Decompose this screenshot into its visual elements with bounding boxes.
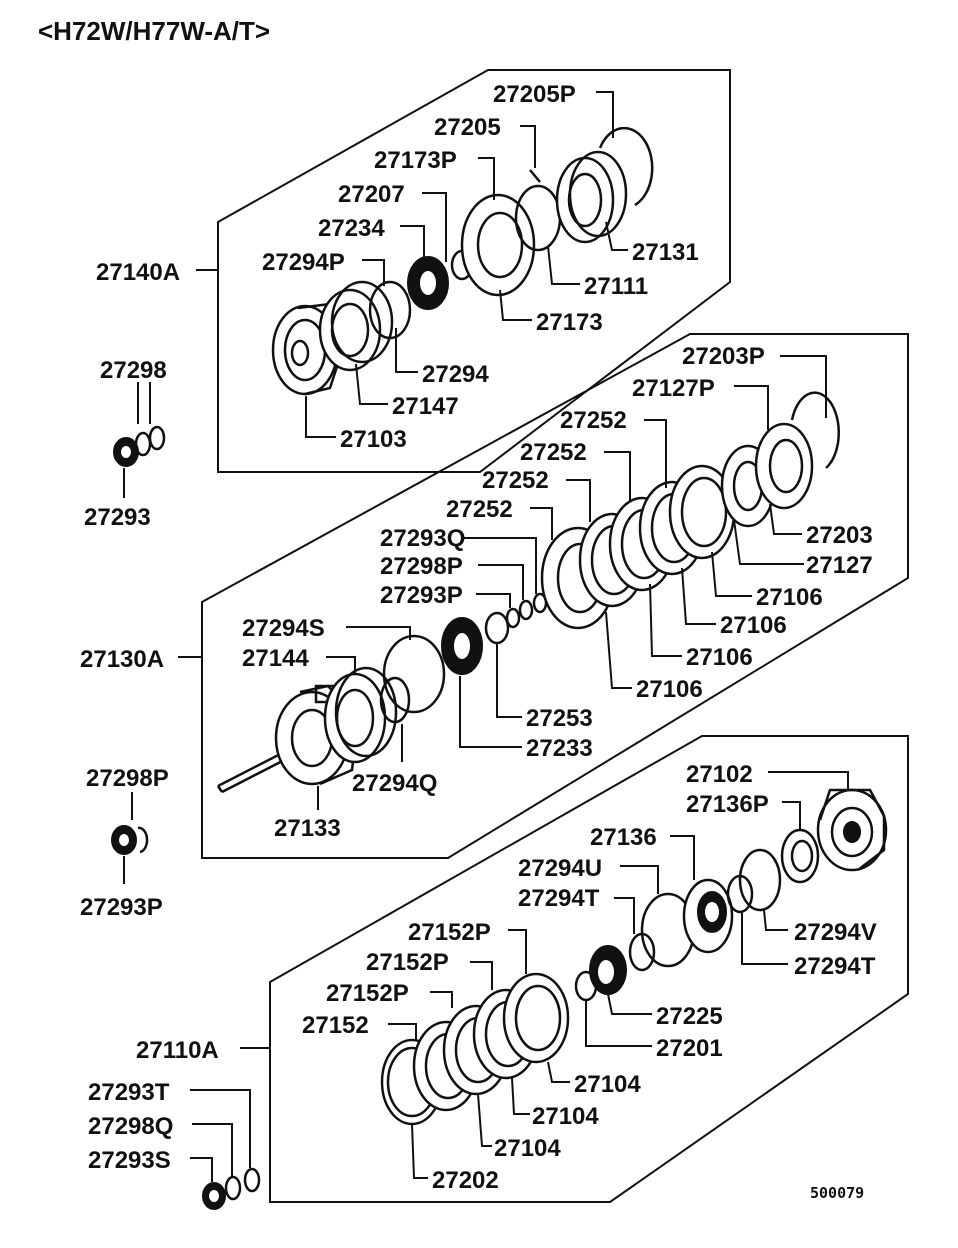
label-27203: 27203 (806, 522, 873, 549)
label-27252-4: 27252 (446, 496, 513, 523)
label-27298P-left: 27298P (86, 765, 169, 792)
label-27133: 27133 (274, 815, 341, 842)
label-27252-2: 27252 (520, 439, 587, 466)
group-loose-27293T: 27293T 27298Q 27293S (88, 1079, 261, 1210)
part-27225-bearing (589, 945, 627, 995)
label-27293S: 27293S (88, 1147, 171, 1174)
part-27173-plate (460, 193, 536, 297)
part-27203-plate (754, 422, 814, 510)
label-27147: 27147 (392, 393, 459, 420)
label-27234: 27234 (318, 215, 385, 242)
label-27225: 27225 (656, 1003, 723, 1030)
part-27294Q-seal (379, 676, 411, 724)
part-27136P-bearing (780, 828, 820, 884)
label-27102: 27102 (686, 761, 753, 788)
label-27106-2: 27106 (720, 612, 787, 639)
label-27253: 27253 (526, 705, 593, 732)
label-27152: 27152 (302, 1012, 369, 1039)
label-27294Q: 27294Q (352, 770, 437, 797)
label-27152P-3: 27152P (326, 980, 409, 1007)
label-27106-4: 27106 (636, 676, 703, 703)
label-27106-1: 27106 (756, 584, 823, 611)
label-27173: 27173 (536, 309, 603, 336)
label-27252-3: 27252 (482, 467, 549, 494)
label-27293P-mid: 27293P (380, 582, 463, 609)
label-27144: 27144 (242, 645, 309, 672)
label-27127P: 27127P (632, 375, 715, 402)
label-27298: 27298 (100, 357, 167, 384)
part-27252-27106-clutch-pack (540, 464, 736, 630)
part-27253-ring (484, 611, 510, 645)
group-loose-27298P: 27298P 27293P (80, 765, 169, 921)
label-27298Q: 27298Q (88, 1113, 173, 1140)
label-27252-1: 27252 (560, 407, 627, 434)
part-27234-bearing (407, 256, 449, 310)
part-27294S-seal (382, 634, 446, 714)
part-27102-drum (816, 788, 888, 872)
part-27233-bearing (441, 617, 483, 675)
part-27136-piston (682, 878, 734, 954)
part-27298-washer (134, 431, 152, 457)
label-27136: 27136 (590, 824, 657, 851)
label-27130A: 27130A (80, 646, 164, 673)
label-27294P: 27294P (262, 249, 345, 276)
label-27136P: 27136P (686, 791, 769, 818)
label-27131: 27131 (632, 239, 699, 266)
label-27201: 27201 (656, 1035, 723, 1062)
diagram-title: <H72W/H77W-A/T> (38, 16, 270, 46)
label-27104-1: 27104 (574, 1071, 641, 1098)
label-27202: 27202 (432, 1167, 499, 1194)
label-27205: 27205 (434, 114, 501, 141)
part-27205P-ring (598, 126, 654, 207)
group-27140A: 27205P 27205 27173P 27207 27234 27294P 2… (96, 69, 731, 473)
label-27106-3: 27106 (686, 644, 753, 671)
label-27104-2: 27104 (532, 1103, 599, 1130)
group-27110A: 27102 27136P 27136 27294U 27294T 27294V … (136, 735, 909, 1203)
group-27110A-frame (269, 735, 909, 1203)
label-27293Q: 27293Q (380, 525, 465, 552)
label-27110A: 27110A (136, 1037, 219, 1064)
part-27144-piston (323, 666, 398, 764)
label-27104-3: 27104 (494, 1135, 561, 1162)
label-27294: 27294 (422, 361, 489, 388)
label-27111: 27111 (584, 273, 648, 300)
label-27294S: 27294S (242, 615, 325, 642)
part-27203P-ring (790, 391, 840, 469)
label-27233: 27233 (526, 735, 593, 762)
label-27293T: 27293T (88, 1079, 170, 1106)
label-27294T-b: 27294T (794, 953, 876, 980)
part-27298Q-washer (224, 1175, 242, 1201)
diagram-code: 500079 (810, 1184, 864, 1202)
part-27293T-nut (243, 1167, 261, 1193)
label-27293: 27293 (84, 504, 151, 531)
part-27205-wire (529, 169, 541, 183)
part-27294-seal (368, 280, 412, 340)
part-27152-27104-clutch-pack (412, 972, 570, 1112)
label-27294V: 27294V (794, 919, 877, 946)
part-27131-hub (555, 150, 628, 244)
part-27293P-ring (505, 607, 521, 629)
label-27205P: 27205P (493, 81, 576, 108)
label-27294U: 27294U (518, 855, 602, 882)
part-27298P-ring (518, 599, 534, 621)
label-27293P-left: 27293P (80, 894, 163, 921)
label-27173P: 27173P (374, 147, 457, 174)
group-27130A: 27203P 27127P 27252 27252 27252 27252 27… (80, 333, 909, 859)
label-27152P-2: 27152P (366, 949, 449, 976)
group-27140A-frame (217, 69, 731, 473)
label-27127: 27127 (806, 552, 873, 579)
group-27130A-frame (201, 333, 909, 859)
label-27103: 27103 (340, 426, 407, 453)
group-loose-27298: 27298 27293 (84, 357, 167, 531)
label-27140A: 27140A (96, 259, 180, 286)
label-27203P: 27203P (682, 343, 765, 370)
label-27298P-mid: 27298P (380, 553, 463, 580)
part-27294V-seal (738, 848, 782, 912)
part-27147-piston (318, 280, 394, 372)
label-27152P-1: 27152P (408, 919, 491, 946)
label-27207: 27207 (338, 181, 405, 208)
part-27298P-clip (137, 826, 149, 854)
label-27294T-a: 27294T (518, 885, 600, 912)
